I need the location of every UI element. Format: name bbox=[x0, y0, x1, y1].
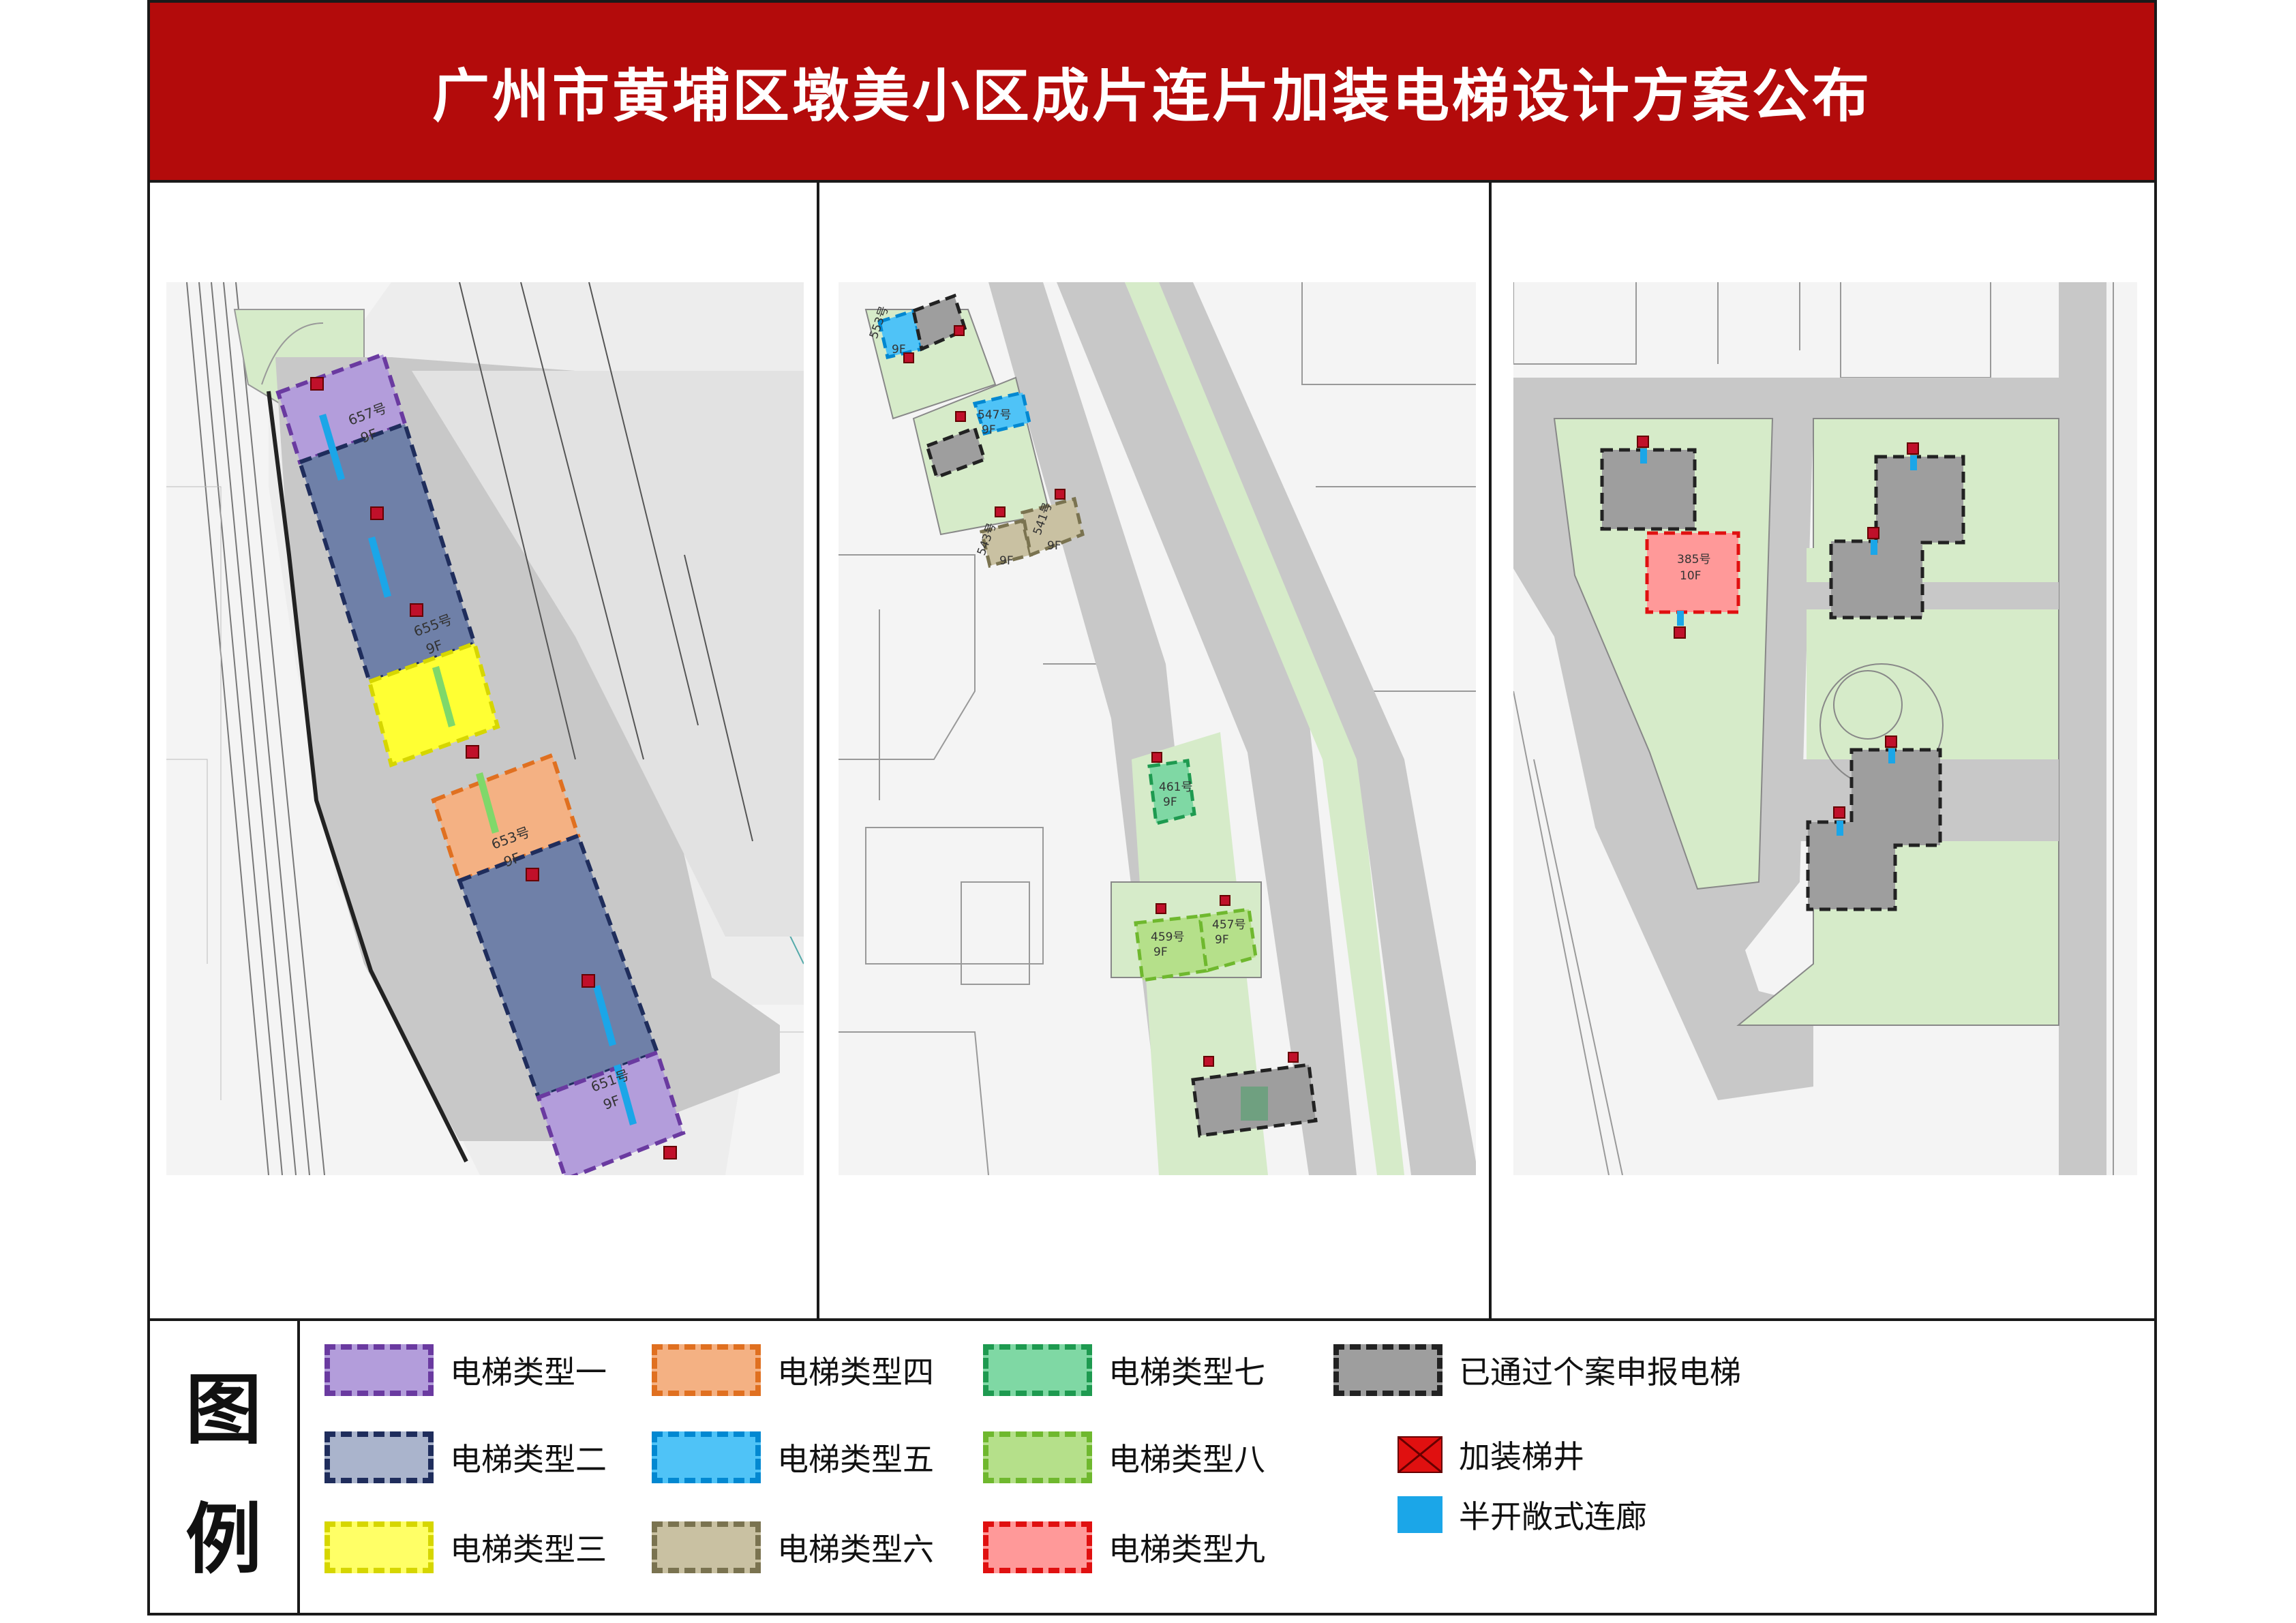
bldg-floors-459: 9F bbox=[1153, 945, 1168, 959]
corridor-symbol-icon bbox=[1398, 1496, 1442, 1533]
page-title: 广州市黄埔区墩美小区成片连片加装电梯设计方案公布 bbox=[432, 62, 1872, 130]
legend-heading-char-2: 例 bbox=[185, 1496, 262, 1584]
legend-item-type-8: 电梯类型八 bbox=[983, 1430, 1265, 1485]
bldg-floors-385: 10F bbox=[1680, 569, 1701, 583]
legend-swatch-type-1 bbox=[324, 1344, 434, 1396]
bldg-label-547: 547号 bbox=[978, 408, 1011, 422]
bldg-label-459: 459号 bbox=[1151, 930, 1184, 944]
legend-item-corridor: 半开敞式连廊 bbox=[1333, 1487, 1647, 1542]
legend-item-type-4: 电梯类型四 bbox=[652, 1343, 934, 1397]
legend-label-type-4: 电梯类型四 bbox=[777, 1354, 934, 1391]
bldg-floors-553: 9F bbox=[892, 343, 906, 357]
bldg-floors-543: 9F bbox=[999, 554, 1014, 568]
bldg-label-461: 461号 bbox=[1159, 780, 1192, 794]
legend-item-type-7: 电梯类型七 bbox=[983, 1343, 1265, 1397]
legend-label-approved: 已通过个案申报电梯 bbox=[1459, 1354, 1741, 1391]
bldg-floors-547: 9F bbox=[982, 423, 996, 437]
bldg-label-385: 385号 bbox=[1677, 553, 1710, 566]
poster-frame: 广州市黄埔区墩美小区成片连片加装电梯设计方案公布 bbox=[147, 0, 2157, 1616]
legend-swatch-type-7 bbox=[983, 1344, 1092, 1396]
legend-item-type-2: 电梯类型二 bbox=[324, 1430, 607, 1485]
site-map-1: 657号 9F 655号 9F 653号 9F 651号 9F bbox=[166, 282, 804, 1175]
legend-swatch-type-4 bbox=[652, 1344, 761, 1396]
legend-swatch-approved bbox=[1333, 1344, 1442, 1396]
map-panel-3: 385号 10F bbox=[1492, 183, 2154, 1318]
legend-swatch-type-3 bbox=[324, 1521, 434, 1573]
bldg-floors-457: 9F bbox=[1215, 933, 1229, 947]
legend-label-type-8: 电梯类型八 bbox=[1108, 1441, 1265, 1478]
legend-item-type-5: 电梯类型五 bbox=[652, 1430, 934, 1485]
legend-label-type-7: 电梯类型七 bbox=[1108, 1354, 1265, 1391]
title-banner: 广州市黄埔区墩美小区成片连片加装电梯设计方案公布 bbox=[150, 3, 2154, 183]
legend-label-corridor: 半开敞式连廊 bbox=[1459, 1498, 1647, 1535]
legend-item-approved: 已通过个案申报电梯 bbox=[1333, 1343, 1741, 1397]
legend-label-type-9: 电梯类型九 bbox=[1108, 1531, 1265, 1568]
shaft-symbol-icon bbox=[1398, 1436, 1442, 1473]
legend-item-type-6: 电梯类型六 bbox=[652, 1520, 934, 1575]
legend-label-type-6: 电梯类型六 bbox=[777, 1531, 934, 1568]
legend-item-type-9: 电梯类型九 bbox=[983, 1520, 1265, 1575]
legend-swatch-type-5 bbox=[652, 1431, 761, 1483]
map-panel-2: 553号 9F 547号 9F 543号 9F 541号 9F 461号 9F … bbox=[819, 183, 1492, 1318]
legend-swatch-type-6 bbox=[652, 1521, 761, 1573]
legend-swatch-type-8 bbox=[983, 1431, 1092, 1483]
legend-swatch-type-2 bbox=[324, 1431, 434, 1483]
legend-label-type-3: 电梯类型三 bbox=[450, 1531, 607, 1568]
site-map-2: 553号 9F 547号 9F 543号 9F 541号 9F 461号 9F … bbox=[839, 282, 1476, 1175]
map-panel-1: 657号 9F 655号 9F 653号 9F 651号 9F bbox=[150, 183, 819, 1318]
site-map-3: 385号 10F bbox=[1513, 282, 2137, 1175]
legend-label-shaft: 加装梯井 bbox=[1459, 1438, 1584, 1475]
legend: 图 例 电梯类型一 电梯类型二 电梯类型三 电梯类型四 电梯类型五 电梯类型六 bbox=[150, 1318, 2154, 1616]
bldg-floors-541: 9F bbox=[1047, 539, 1061, 553]
legend-label-type-1: 电梯类型一 bbox=[450, 1354, 607, 1391]
legend-item-type-3: 电梯类型三 bbox=[324, 1520, 607, 1575]
bldg-floors-461: 9F bbox=[1163, 795, 1177, 809]
legend-label-type-2: 电梯类型二 bbox=[450, 1441, 607, 1478]
legend-item-shaft: 加装梯井 bbox=[1333, 1427, 1584, 1482]
legend-heading: 图 例 bbox=[150, 1321, 300, 1616]
bldg-label-457: 457号 bbox=[1212, 918, 1245, 932]
legend-heading-char-1: 图 bbox=[185, 1366, 262, 1455]
legend-label-type-5: 电梯类型五 bbox=[777, 1441, 934, 1478]
legend-swatch-type-9 bbox=[983, 1521, 1092, 1573]
legend-item-type-1: 电梯类型一 bbox=[324, 1343, 607, 1397]
